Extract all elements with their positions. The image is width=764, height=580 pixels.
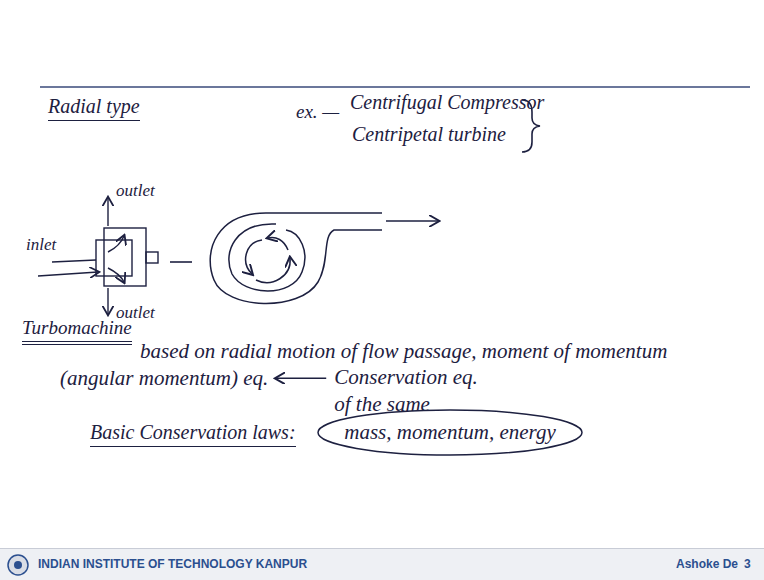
section-heading: Basic Conservation laws: — [90, 420, 296, 447]
example-item: Centripetal turbine — [352, 122, 506, 147]
example-item: Centrifugal Compressor — [350, 90, 544, 115]
footer-text: Ashoke De — [676, 557, 738, 572]
example-marker: ex. — — [296, 100, 339, 124]
term-heading: Turbomachine — [22, 316, 132, 345]
footer-text: INDIAN INSTITUTE OF TECHNOLOGY KANPUR — [38, 557, 307, 572]
flow-label: outlet — [116, 180, 155, 201]
section-heading: Radial type — [48, 94, 140, 121]
node-text: mass, momentum, energy — [344, 419, 556, 445]
pointer-arrow-line — [276, 378, 326, 380]
header-rule — [40, 86, 750, 88]
page-number: 3 — [744, 557, 751, 572]
dash — [170, 261, 192, 263]
note-text: Conservation eq. of the same — [334, 364, 494, 417]
flow-label: inlet — [26, 234, 56, 255]
circled-note: mass, momentum, energy — [316, 408, 584, 457]
institute-logo — [6, 553, 30, 577]
radial-machine-sketch — [38, 198, 158, 314]
volute-sketch — [210, 213, 438, 304]
